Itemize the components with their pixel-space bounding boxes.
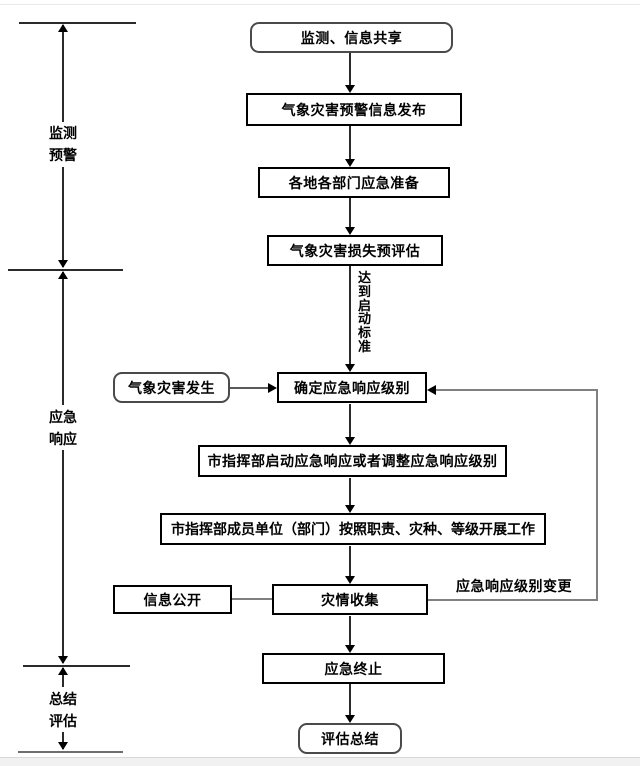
connector-line — [349, 266, 351, 365]
arrow-down-icon — [58, 742, 68, 750]
arrow-down-icon — [345, 437, 355, 445]
connector-line — [349, 684, 351, 716]
node-evaluate-summary: 评估总结 — [298, 723, 402, 754]
connector-line — [349, 546, 351, 577]
phase-label-line: 评估 — [49, 713, 77, 729]
axis-seg1-line-b — [62, 167, 64, 267]
node-emergency-end: 应急终止 — [262, 653, 445, 684]
node-emergency-prepare: 各地各部门应急准备 — [258, 167, 450, 198]
phase-label-response: 应急 响应 — [33, 406, 93, 450]
connector-line — [349, 126, 351, 159]
axis-seg3-line-b — [62, 728, 64, 749]
arrow-down-icon — [58, 656, 68, 664]
arrow-left-icon — [427, 385, 436, 395]
phase-label-monitoring: 监测 预警 — [33, 122, 93, 166]
arrow-down-icon — [345, 505, 355, 513]
connector-line — [349, 478, 351, 506]
page-bottom-edge — [0, 757, 640, 766]
arrow-down-icon — [345, 576, 355, 584]
arrow-up-icon — [58, 667, 68, 675]
axis-tick-bottom — [18, 751, 123, 753]
axis-seg2-line-a — [62, 272, 64, 405]
page-top-edge — [0, 4, 640, 5]
arrow-down-icon — [345, 715, 355, 723]
axis-seg3-line-a — [62, 668, 64, 687]
axis-seg1-line-a — [62, 25, 64, 123]
node-disaster-occur: 气象灾害发生 — [113, 372, 230, 403]
arrow-down-icon — [345, 159, 355, 167]
node-info-public: 信息公开 — [113, 585, 232, 614]
arrow-down-icon — [345, 85, 355, 93]
axis-tick-2 — [8, 269, 123, 271]
axis-tick-3 — [23, 665, 130, 667]
connector-line — [349, 53, 351, 86]
feedback-line-vertical — [596, 389, 598, 601]
node-warning-release: 气象灾害预警信息发布 — [246, 93, 462, 126]
connector-line — [349, 404, 351, 438]
node-disaster-collect: 灾情收集 — [272, 584, 428, 615]
feedback-line-top — [436, 389, 598, 391]
axis-seg2-line-b — [62, 450, 64, 663]
edge-label-level-change: 应急响应级别变更 — [456, 578, 572, 594]
phase-label-line: 预警 — [49, 147, 77, 163]
arrow-down-icon — [345, 364, 355, 372]
arrow-up-icon — [58, 271, 68, 279]
phase-label-line: 总结 — [49, 691, 77, 707]
connector-line — [230, 387, 270, 389]
phase-label-line: 响应 — [49, 431, 77, 447]
node-loss-preassess: 气象灾害损失预评估 — [267, 235, 443, 266]
phase-label-line: 监测 — [49, 125, 77, 141]
connector-line — [349, 616, 351, 646]
arrow-down-icon — [345, 645, 355, 653]
node-members-work: 市指挥部成员单位（部门）按照职责、灾种、等级开展工作 — [160, 513, 546, 545]
connector-line — [232, 598, 272, 600]
arrow-down-icon — [58, 260, 68, 268]
edge-label-reach-criteria: 达到启动标准 — [357, 270, 372, 354]
arrow-right-icon — [268, 383, 277, 393]
arrow-down-icon — [345, 227, 355, 235]
node-start-or-adjust: 市指挥部启动应急响应或者调整应急响应级别 — [198, 445, 507, 477]
node-determine-level: 确定应急响应级别 — [277, 372, 427, 403]
arrow-up-icon — [58, 24, 68, 32]
connector-line — [349, 198, 351, 228]
phase-label-summary: 总结 评估 — [33, 688, 93, 732]
phase-label-line: 应急 — [49, 409, 77, 425]
axis-tick-top — [19, 22, 136, 24]
node-monitor-share: 监测、信息共享 — [250, 22, 453, 53]
feedback-line-bottom — [428, 599, 598, 601]
